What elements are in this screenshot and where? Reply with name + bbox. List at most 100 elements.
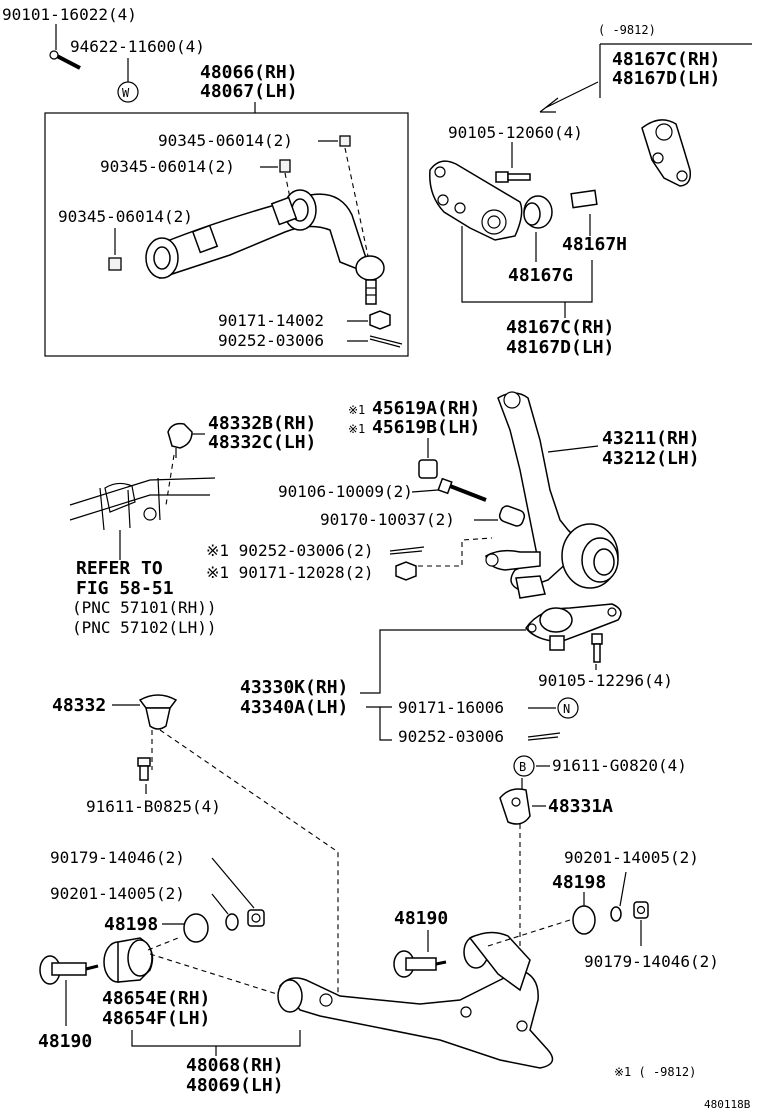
label-90171-14002: 90171-14002 (218, 311, 324, 330)
stopper-45619A-icon (418, 459, 438, 479)
label-90345-a: 90345-06014(2) (158, 131, 293, 150)
label-45619A: 45619A(RH) (372, 398, 480, 419)
bushing-48654E-icon (103, 937, 154, 983)
label-43212: 43212(LH) (602, 448, 700, 469)
collar-90170-icon (498, 505, 526, 527)
date-note-top: ( -9812) (598, 23, 656, 37)
cam-plate-48198-b-icon (572, 905, 596, 935)
label-48068: 48068(RH) (186, 1055, 284, 1076)
label-48331A: 48331A (548, 796, 613, 817)
bolt-48190-a-icon (39, 955, 99, 985)
label-90201-14005-a: 90201-14005(2) (50, 884, 185, 903)
label-90106-10009: 90106-10009(2) (278, 482, 413, 501)
bolt-90101-icon (49, 50, 81, 70)
note-mark-1: ※1 (348, 403, 365, 417)
cotter-pin-icon (369, 335, 403, 348)
label-48066: 48066(RH) (200, 62, 298, 83)
label-91611-G0820: 91611-G0820(4) (552, 756, 687, 775)
upper-arm-frame (44, 112, 409, 357)
bracket-48167C-icon (641, 119, 692, 187)
bolt-90105-12296-icon (591, 633, 603, 663)
bushing-48167G-icon (523, 195, 553, 229)
bump-stopper-48332B-icon (167, 422, 193, 458)
label-90170-10037: 90170-10037(2) (320, 510, 455, 529)
refer-pnc-rh: (PNC 57101(RH)) (72, 598, 217, 617)
svg-text:N: N (563, 702, 570, 716)
svg-text:W: W (122, 86, 130, 100)
label-48198-b: 48198 (552, 872, 606, 893)
washer-90201-b-icon (610, 906, 622, 922)
label-48167H: 48167H (562, 234, 627, 255)
bump-stopper-48332-icon (138, 694, 178, 730)
bushing-small-icon (108, 257, 122, 271)
bolt-90105-icon (495, 171, 531, 183)
bolt-48190-b-icon (393, 950, 447, 978)
label-48069: 48069(LH) (186, 1075, 284, 1096)
strut-bar-48167C-icon (429, 160, 523, 241)
label-48654E: 48654E(RH) (102, 988, 210, 1009)
label-48332B: 48332B(RH) (208, 413, 316, 434)
cam-plate-48198-a-icon (183, 913, 209, 943)
nut-n-icon: N (557, 697, 579, 719)
steering-knuckle-icon (485, 391, 619, 599)
washer-90201-a-icon (225, 913, 239, 931)
label-48167G: 48167G (508, 265, 573, 286)
label-43211: 43211(RH) (602, 428, 700, 449)
label-90179-14046-b: 90179-14046(2) (584, 952, 719, 971)
label-48654F: 48654F(LH) (102, 1008, 210, 1029)
label-48167C-top: 48167C(RH) (612, 49, 720, 70)
label-90252-03006-b: ※1 90252-03006(2) (206, 541, 374, 560)
note-mark-2: ※1 (348, 422, 365, 436)
label-90252-03006-c: 90252-03006 (398, 727, 504, 746)
label-91611-B0825: 91611-B0825(4) (86, 797, 221, 816)
bolt-b-icon: B (513, 755, 535, 777)
date-note-bottom: ※1 ( -9812) (614, 1065, 696, 1079)
label-48167D-top: 48167D(LH) (612, 68, 720, 89)
label-90252-03006-a: 90252-03006 (218, 331, 324, 350)
label-90171-12028: ※1 90171-12028(2) (206, 563, 374, 582)
bracket-48331A-icon (499, 788, 531, 825)
bolt-91611-B-icon (137, 757, 151, 781)
lower-control-arm-icon (277, 931, 554, 1069)
castle-nut-icon (369, 310, 391, 330)
label-90105-12060: 90105-12060(4) (448, 123, 583, 142)
label-45619B: 45619B(LH) (372, 417, 480, 438)
label-94622-11600: 94622-11600(4) (70, 37, 205, 56)
label-43330K: 43330K(RH) (240, 677, 348, 698)
castle-nut-icon (395, 561, 417, 581)
refer-fig-line: FIG 58-51 (76, 578, 174, 599)
label-90101-16022: 90101-16022(4) (2, 5, 137, 24)
refer-pnc-lh: (PNC 57102(LH)) (72, 618, 217, 637)
label-48332: 48332 (52, 695, 106, 716)
refer-to-line: REFER TO (76, 558, 163, 579)
label-48190-a: 48190 (394, 908, 448, 929)
upper-control-arm-icon (145, 147, 385, 305)
ball-joint-43330K-icon (525, 603, 622, 651)
label-90201-14005-b: 90201-14005(2) (564, 848, 699, 867)
label-90179-14046-a: 90179-14046(2) (50, 848, 185, 867)
label-43340A: 43340A(LH) (240, 697, 348, 718)
label-48198-a: 48198 (104, 914, 158, 935)
figure-id: 480118B (704, 1098, 751, 1111)
nut-90179-a-icon (247, 909, 265, 927)
label-90345-c: 90345-06014(2) (58, 207, 193, 226)
label-90345-b: 90345-06014(2) (100, 157, 235, 176)
bushing-48167H-icon (570, 189, 598, 209)
label-90171-16006: 90171-16006 (398, 698, 504, 717)
bushing-small-icon (339, 135, 351, 147)
nut-90179-b-icon (633, 901, 649, 919)
label-48067: 48067(LH) (200, 81, 298, 102)
label-48190-b: 48190 (38, 1031, 92, 1052)
frame-reference-icon (69, 454, 216, 560)
cotter-pin-icon (527, 732, 561, 741)
svg-text:B: B (519, 760, 526, 774)
arrow-icon (539, 81, 599, 113)
label-48167C-bot: 48167C(RH) (506, 317, 614, 338)
label-48167D-bot: 48167D(LH) (506, 337, 614, 358)
label-48332C: 48332C(LH) (208, 432, 316, 453)
bushing-small-icon (279, 159, 291, 173)
bolt-90106-icon (437, 477, 487, 502)
label-90105-12296: 90105-12296(4) (538, 671, 673, 690)
cotter-pin-icon (389, 546, 425, 555)
